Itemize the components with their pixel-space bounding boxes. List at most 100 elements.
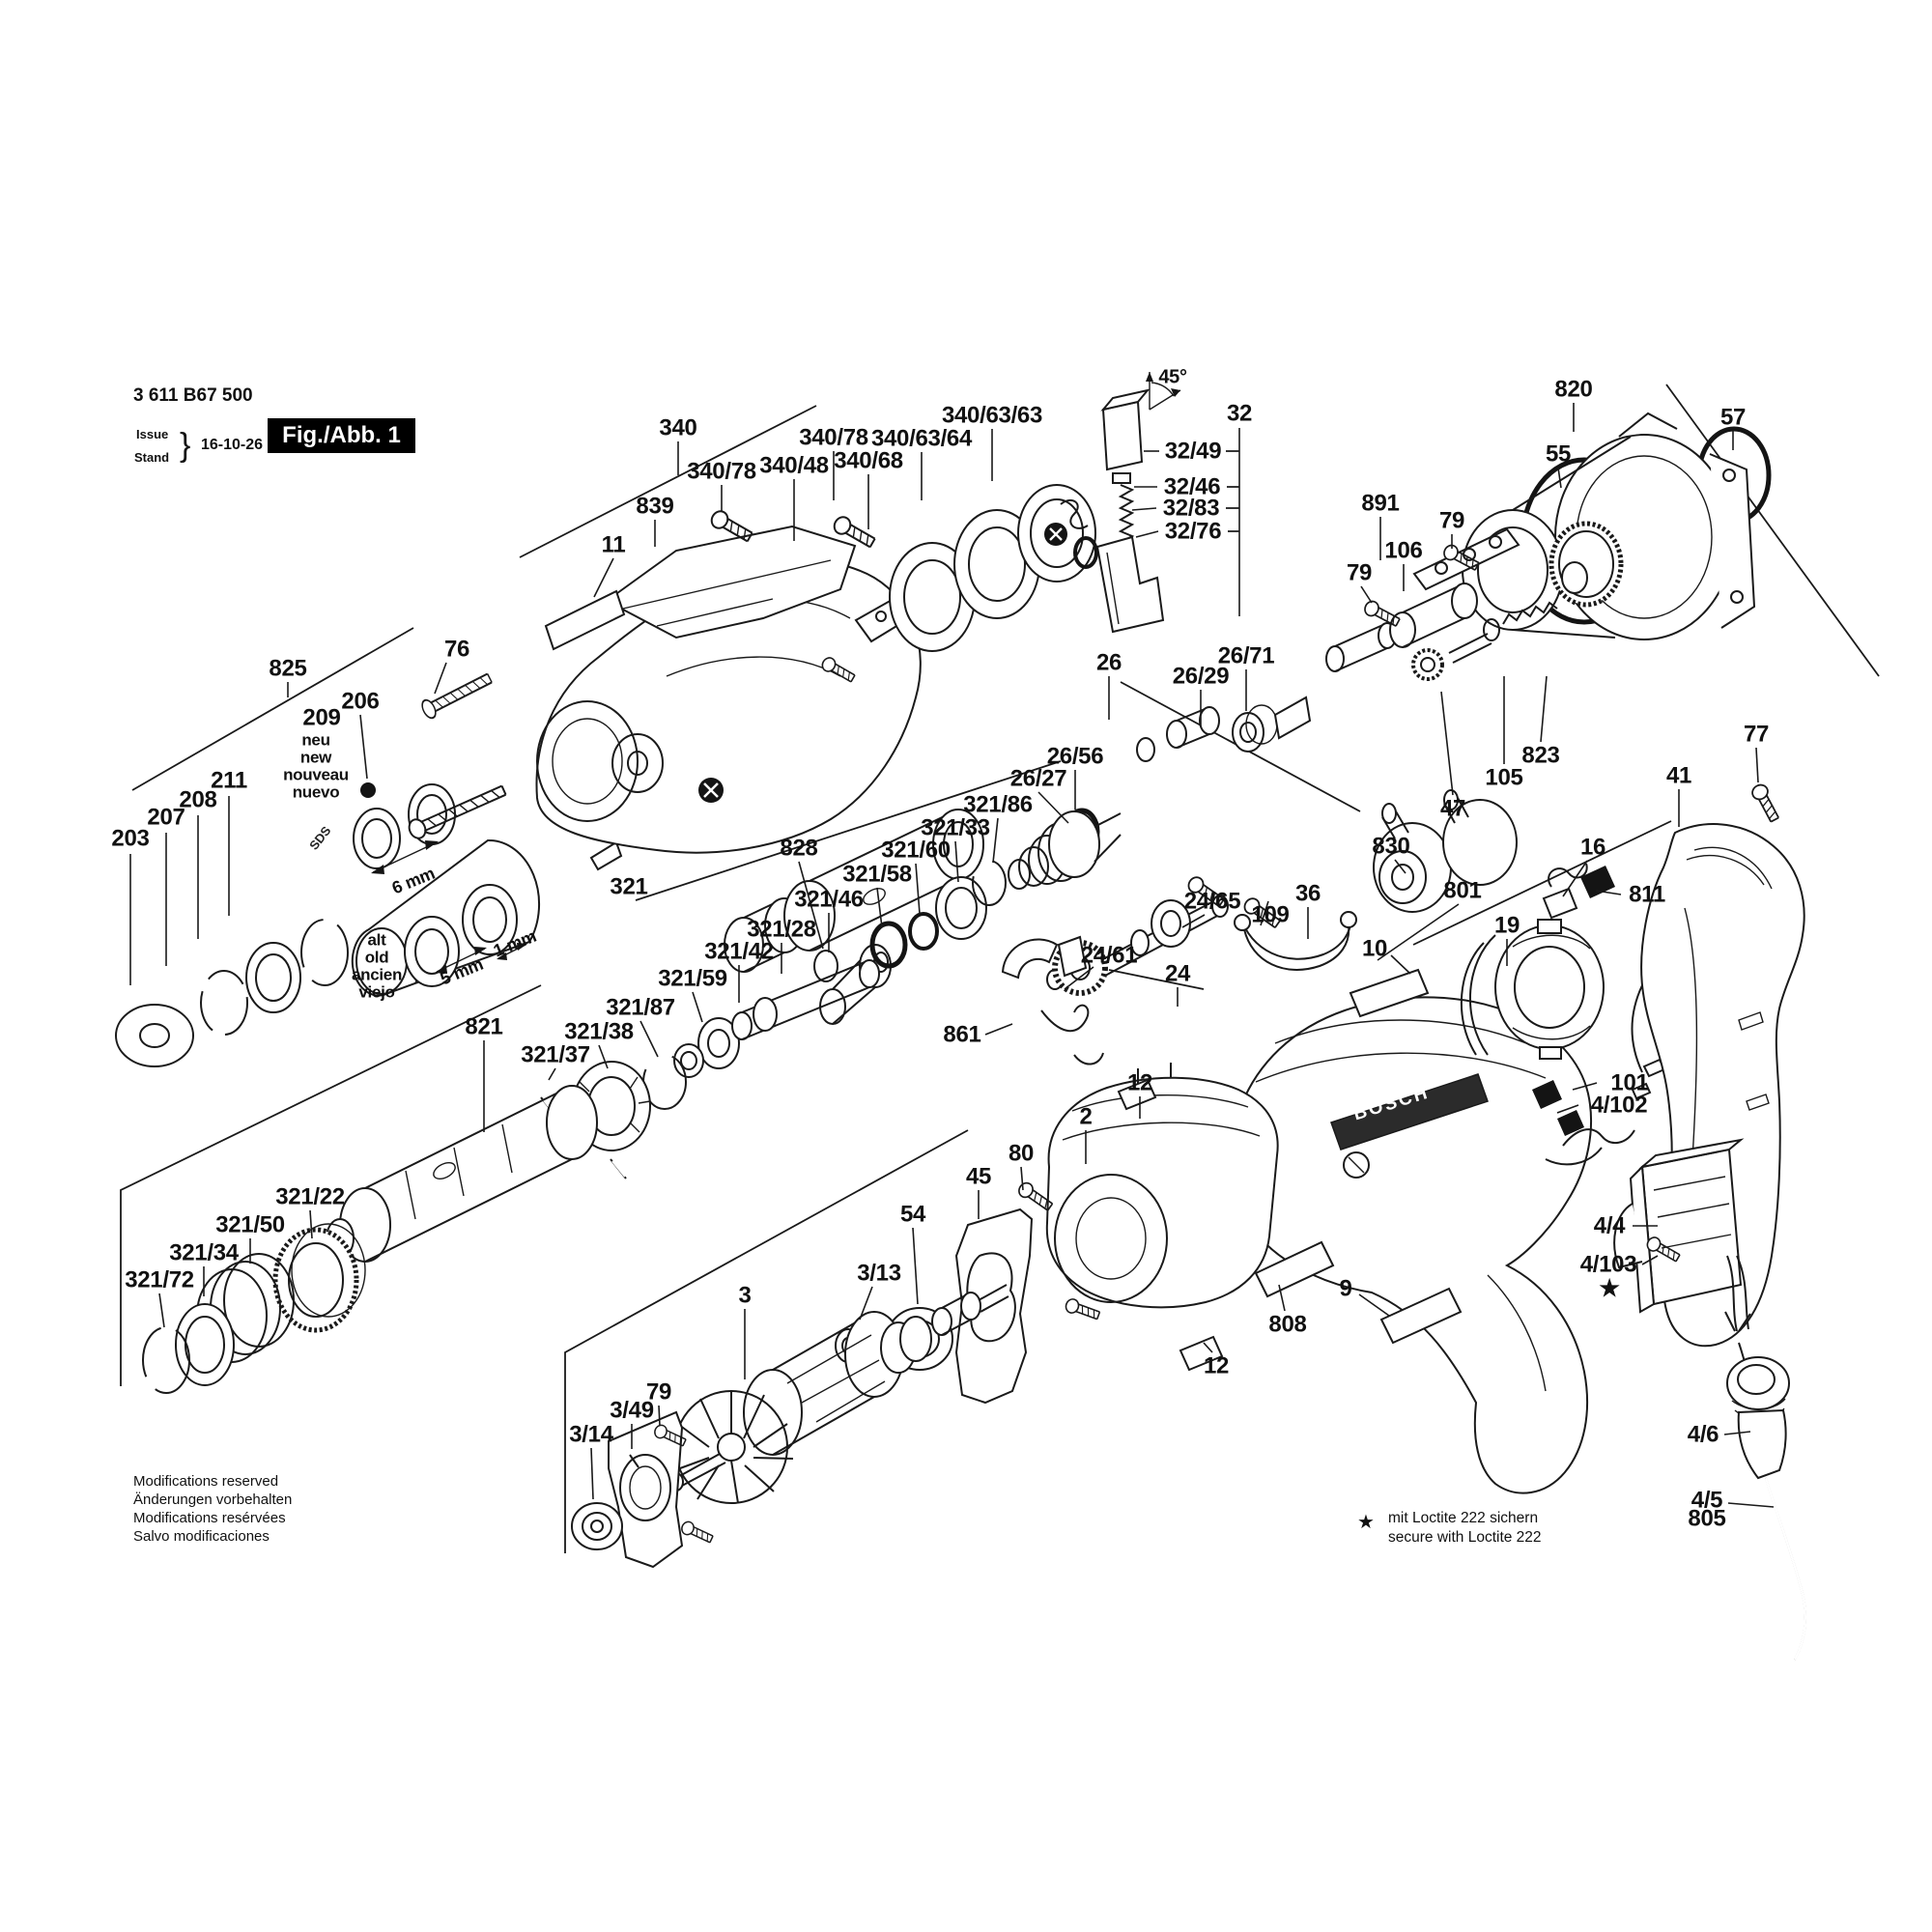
part-label-321-86: 321/86 (963, 791, 1033, 818)
piston-cylinder-group-26 (724, 696, 1312, 973)
part-label-321-38: 321/38 (564, 1018, 634, 1045)
issue-label-de: Stand (134, 450, 170, 465)
part-label-321-22: 321/22 (275, 1183, 345, 1210)
part-label-207: 207 (147, 804, 185, 831)
part-label-19: 19 (1493, 912, 1520, 939)
part-label-839: 839 (636, 493, 674, 520)
part-label-321-28: 321/28 (747, 916, 816, 943)
mode-knob-group-32 (1044, 372, 1181, 634)
part-label-321-46: 321/46 (794, 886, 864, 913)
part-label-321-59: 321/59 (658, 965, 727, 992)
part-label-16: 16 (1579, 834, 1606, 861)
part-label--: ★ (1599, 1275, 1620, 1302)
part-label-3-13: 3/13 (857, 1260, 901, 1287)
part-label-321-87: 321/87 (606, 994, 675, 1021)
part-label-12: 12 (1203, 1352, 1230, 1379)
part-label-5-mm: 5 mm (437, 953, 486, 989)
part-label-321-34: 321/34 (169, 1239, 239, 1266)
part-label-891: 891 (1361, 490, 1400, 517)
part-label-47: 47 (1439, 795, 1466, 822)
motor-housing (1178, 968, 1593, 1494)
part-label-32-46: 32/46 (1163, 473, 1221, 500)
part-label-24-65: 24/65 (1183, 888, 1241, 915)
part-label-811: 811 (1629, 881, 1665, 908)
bearing-plate-3-14 (571, 1410, 716, 1569)
part-label-6-mm: 6 mm (388, 863, 438, 898)
part-label-1-mm: 1 mm (490, 925, 539, 961)
part-label-203: 203 (111, 825, 150, 852)
part-label-805: 805 (1688, 1505, 1726, 1532)
armature-3 (668, 1284, 1009, 1504)
clutch-group-321-22 (142, 1223, 366, 1394)
part-label-206: 206 (341, 688, 380, 715)
part-label-808: 808 (1268, 1311, 1307, 1338)
part-label-105: 105 (1485, 764, 1523, 791)
part-label-825: 825 (269, 655, 307, 682)
issue-brace: } (180, 427, 191, 464)
part-label-106: 106 (1384, 537, 1423, 564)
hammer-tube-821 (326, 1085, 598, 1263)
issue-label-en: Issue (136, 427, 169, 441)
part-label-26-56: 26/56 (1046, 743, 1104, 770)
part-label-45-: 45° (1158, 366, 1187, 388)
part-label-4-5: 4/5 (1690, 1487, 1723, 1514)
part-label-32-83: 32/83 (1162, 495, 1220, 522)
gear-spring-group-823 (1411, 521, 1624, 681)
part-label-4-4: 4/4 (1593, 1212, 1626, 1239)
part-label-9: 9 (1339, 1275, 1352, 1302)
part-label-823: 823 (1521, 742, 1560, 769)
part-label-3-49: 3/49 (610, 1397, 654, 1424)
part-label-4-6: 4/6 (1687, 1421, 1719, 1448)
part-label-79: 79 (645, 1378, 672, 1406)
part-label-340-78: 340/78 (799, 424, 868, 451)
part-label-79: 79 (1346, 559, 1373, 586)
part-label-321-60: 321/60 (881, 837, 951, 864)
part-label-208: 208 (179, 786, 217, 813)
part-label-821: 821 (465, 1013, 503, 1040)
part-label-24-61: 24/61 (1080, 942, 1138, 969)
brush-plate-group-19 (1460, 863, 1666, 1166)
part-label-321-42: 321/42 (704, 938, 774, 965)
part-label-101: 101 (1610, 1069, 1649, 1096)
part-label-321-33: 321/33 (921, 814, 990, 841)
part-label-45: 45 (965, 1163, 992, 1190)
part-label-321-58: 321/58 (842, 861, 912, 888)
part-label-340-48: 340/48 (759, 452, 829, 479)
part-label-36: 36 (1294, 880, 1321, 907)
part-label-77: 77 (1743, 721, 1770, 748)
crank-unit-830 (1373, 789, 1518, 913)
part-label-830: 830 (1372, 833, 1410, 860)
part-label-3-14: 3/14 (569, 1421, 613, 1448)
switch-module (1613, 1138, 1751, 1332)
clamp-36 (1184, 873, 1357, 971)
ring-set-340 (889, 484, 1096, 652)
part-label-4-103: 4/103 (1579, 1251, 1637, 1278)
issue-date: 16-10-26 (201, 437, 264, 453)
chuck-assembly (115, 668, 623, 1067)
part-label-340-63-64: 340/63/64 (870, 425, 973, 452)
part-label-340-78: 340/78 (687, 458, 756, 485)
part-label-32: 32 (1226, 400, 1253, 427)
part-label-209: 209 (302, 704, 341, 731)
part-label-820: 820 (1554, 376, 1593, 403)
part-label-55: 55 (1545, 440, 1572, 468)
part-label-321-37: 321/37 (521, 1041, 590, 1068)
part-label-24: 24 (1164, 960, 1191, 987)
part-label-321-50: 321/50 (215, 1211, 285, 1238)
part-label-41: 41 (1665, 762, 1692, 789)
part-label-80: 80 (1008, 1140, 1035, 1167)
part-label-2: 2 (1079, 1103, 1093, 1130)
part-label-11: 11 (601, 531, 626, 558)
part-label-26-27: 26/27 (1009, 765, 1067, 792)
part-label-26-29: 26/29 (1172, 663, 1230, 690)
pin-group-891 (1325, 527, 1520, 672)
part-label-26: 26 (1095, 649, 1122, 676)
part-label-26-71: 26/71 (1217, 642, 1275, 669)
part-label-861: 861 (943, 1021, 981, 1048)
